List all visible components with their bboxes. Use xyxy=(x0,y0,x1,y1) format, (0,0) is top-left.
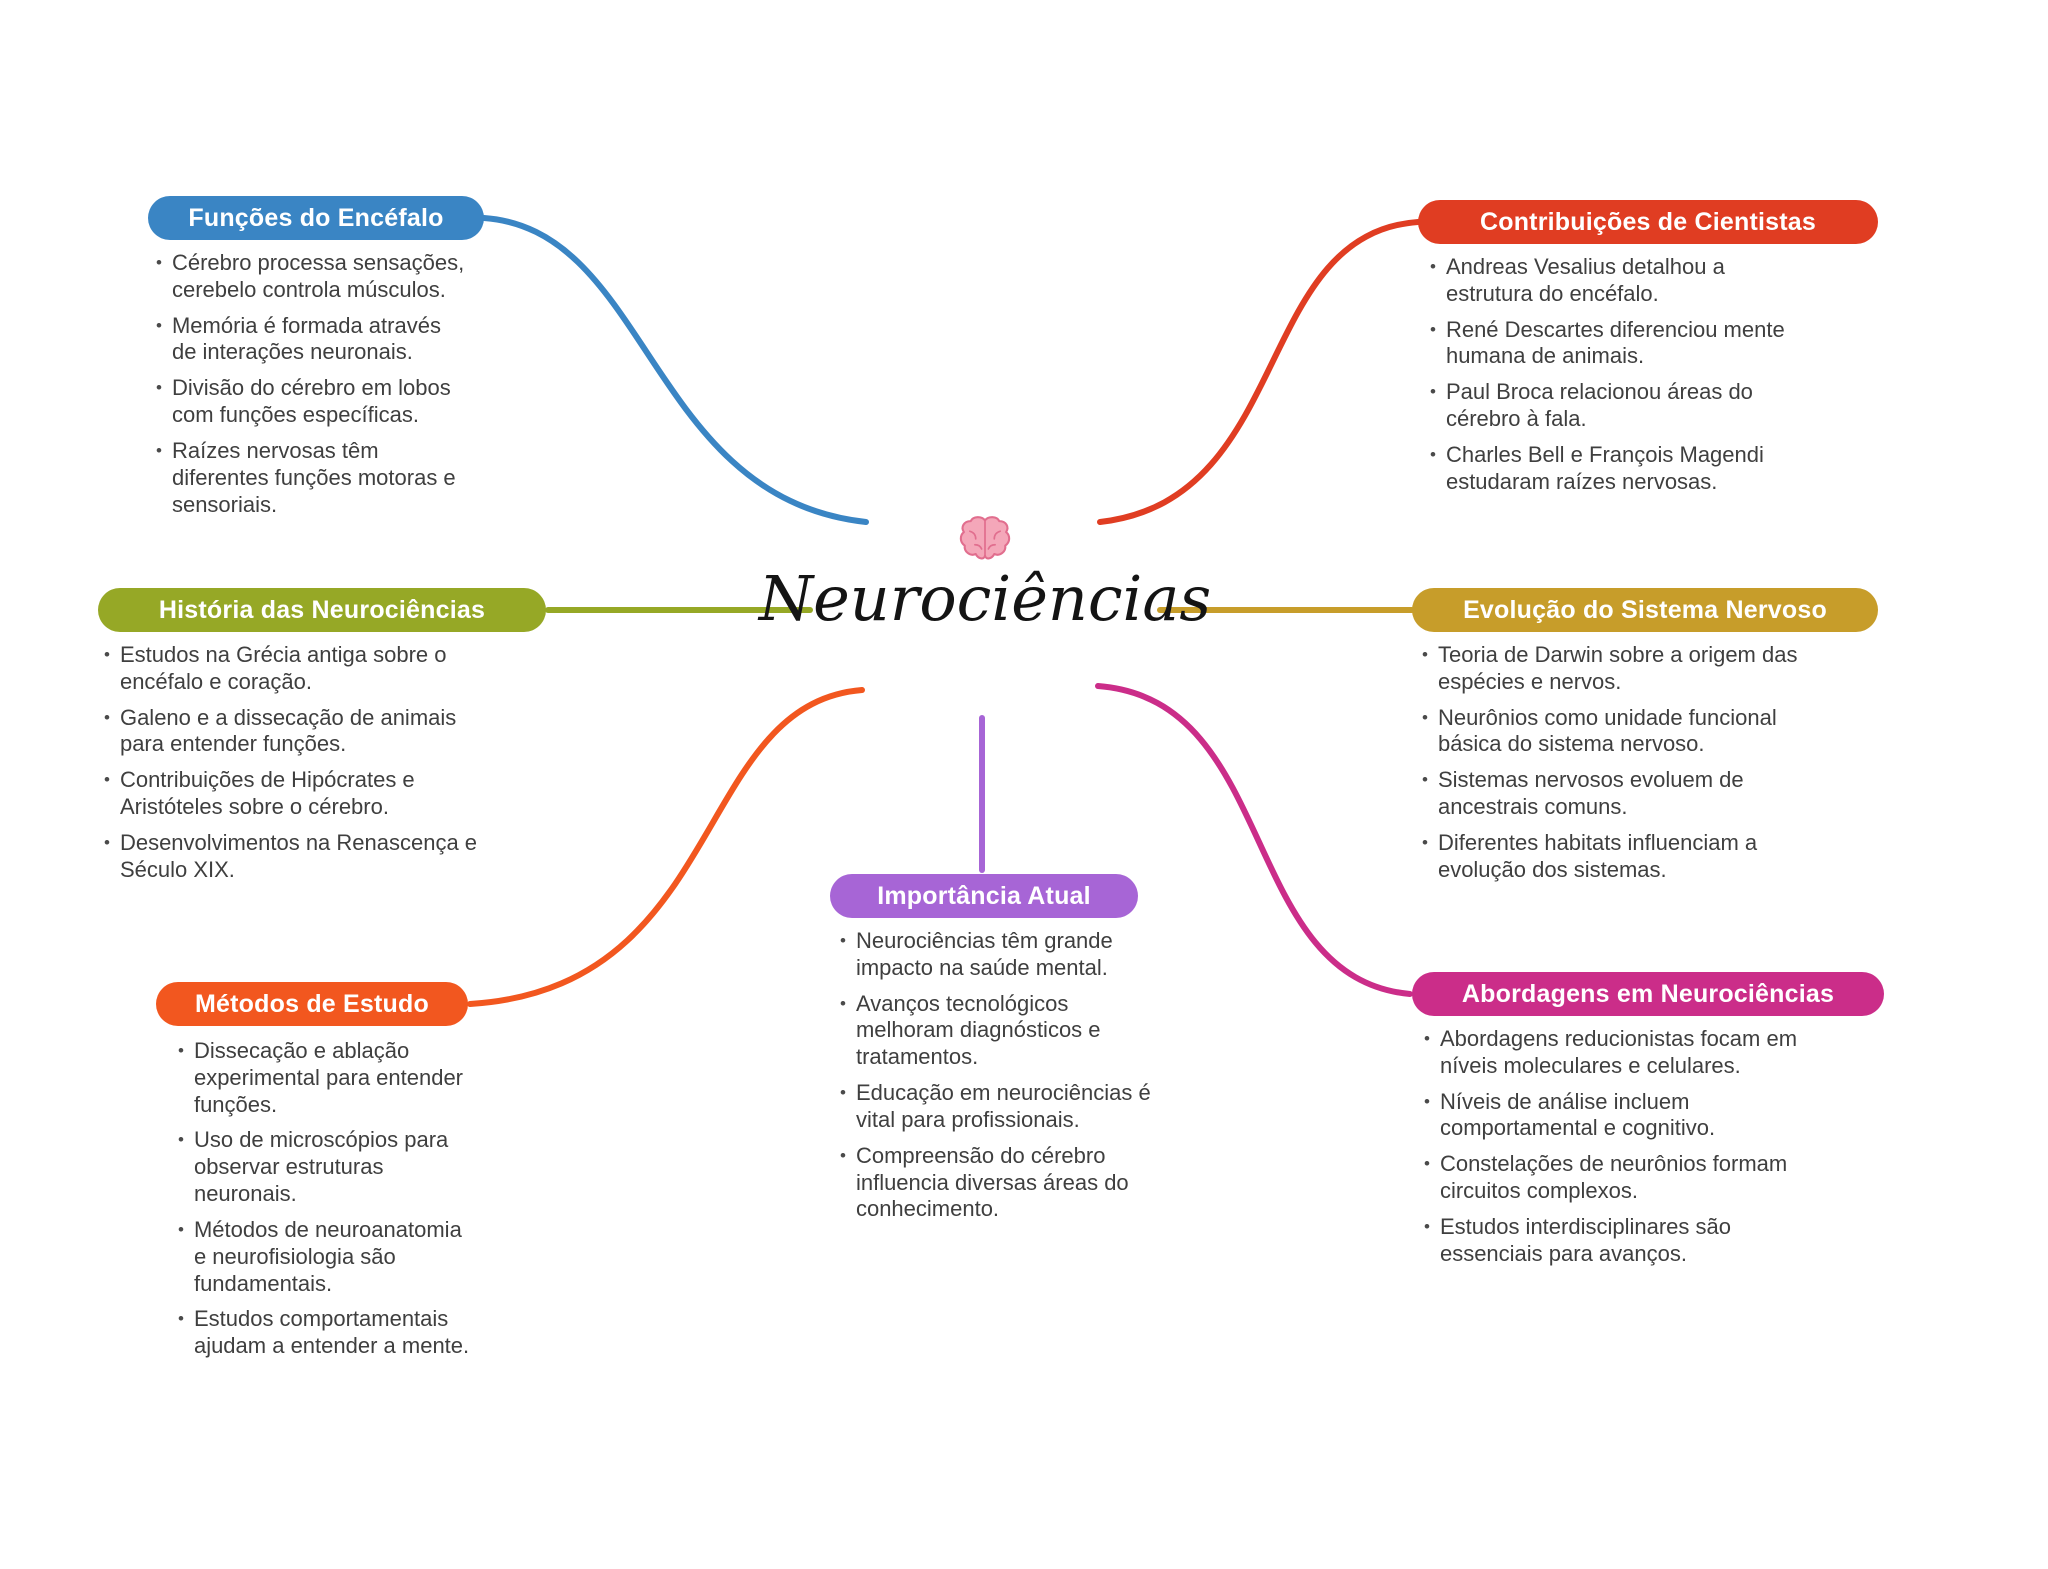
branch-funcoes-do-encefalo: Funções do Encéfalo Cérebro processa sen… xyxy=(148,196,484,527)
bullet-item: Andreas Vesalius detalhou a estrutura do… xyxy=(1430,254,1802,308)
bullet-text: Contribuições de Hipócrates e Aristótele… xyxy=(119,767,415,820)
bullet-item: René Descartes diferenciou mente humana … xyxy=(1430,317,1802,371)
bullet-item: Compreensão do cérebro influencia divers… xyxy=(840,1143,1168,1223)
branch-bullets: Neurociências têm grande impacto na saúd… xyxy=(840,928,1168,1223)
bullet-text: Constelações de neurônios formam circuit… xyxy=(1439,1151,1788,1204)
bullet-text: Charles Bell e François Magendi estudara… xyxy=(1445,441,1764,494)
bullet-text: Dissecação e ablação experimental para e… xyxy=(193,1038,464,1117)
bullet-text: Andreas Vesalius detalhou a estrutura do… xyxy=(1445,254,1725,306)
branch-bullets: Estudos na Grécia antiga sobre o encéfal… xyxy=(104,642,486,884)
bullet-item: Educação em neurociências é vital para p… xyxy=(840,1080,1168,1134)
branch-contribuicoes-de-cientistas: Contribuições de Cientistas Andreas Vesa… xyxy=(1418,200,1878,505)
bullet-item: Neurociências têm grande impacto na saúd… xyxy=(840,928,1168,982)
branch-historia-das-neurociencias: História das Neurociências Estudos na Gr… xyxy=(98,588,546,893)
branch-label: Funções do Encéfalo xyxy=(148,196,484,240)
branch-label: Abordagens em Neurociências xyxy=(1412,972,1884,1016)
bullet-item: Sistemas nervosos evoluem de ancestrais … xyxy=(1422,767,1808,821)
branch-label: Contribuições de Cientistas xyxy=(1418,200,1878,244)
branch-bullets: Dissecação e ablação experimental para e… xyxy=(178,1038,478,1360)
bullet-item: Estudos interdisciplinares são essenciai… xyxy=(1424,1214,1826,1268)
bullet-text: René Descartes diferenciou mente humana … xyxy=(1445,316,1785,369)
bullet-item: Neurônios como unidade funcional básica … xyxy=(1422,705,1808,759)
mindmap-title: Neurociências xyxy=(758,562,1212,635)
branch-bullets: Abordagens reducionistas focam em níveis… xyxy=(1424,1026,1826,1268)
branch-label: História das Neurociências xyxy=(98,588,546,632)
bullet-item: Uso de microscópios para observar estrut… xyxy=(178,1127,478,1207)
bullet-text: Memória é formada através de interações … xyxy=(171,312,441,365)
branch-bullets: Teoria de Darwin sobre a origem das espé… xyxy=(1422,642,1808,884)
branch-importancia-atual: Importância Atual Neurociências têm gran… xyxy=(830,874,1168,1232)
branch-bullets: Cérebro processa sensações, cerebelo con… xyxy=(156,250,471,518)
bullet-item: Desenvolvimentos na Renascença e Século … xyxy=(104,830,486,884)
bullet-text: Cérebro processa sensações, cerebelo con… xyxy=(171,250,465,302)
brain-icon xyxy=(958,514,1012,567)
bullet-text: Níveis de análise incluem comportamental… xyxy=(1439,1088,1716,1141)
bullet-text: Estudos comportamentais ajudam a entende… xyxy=(193,1306,470,1359)
connector-contribuicoes-de-cientistas xyxy=(1097,219,1421,525)
bullet-text: Métodos de neuroanatomia e neurofisiolog… xyxy=(193,1216,462,1296)
connector-funcoes-do-encefalo xyxy=(481,215,869,525)
bullet-text: Galeno e a dissecação de animais para en… xyxy=(119,704,457,757)
bullet-text: Estudos na Grécia antiga sobre o encéfal… xyxy=(119,642,447,694)
bullet-text: Divisão do cérebro em lobos com funções … xyxy=(171,375,451,428)
bullet-item: Divisão do cérebro em lobos com funções … xyxy=(156,375,471,429)
bullet-text: Compreensão do cérebro influencia divers… xyxy=(855,1142,1129,1222)
bullet-item: Memória é formada através de interações … xyxy=(156,313,471,367)
branch-label: Importância Atual xyxy=(830,874,1138,918)
bullet-text: Abordagens reducionistas focam em níveis… xyxy=(1439,1026,1798,1078)
bullet-item: Níveis de análise incluem comportamental… xyxy=(1424,1089,1826,1143)
bullet-item: Cérebro processa sensações, cerebelo con… xyxy=(156,250,471,304)
bullet-item: Contribuições de Hipócrates e Aristótele… xyxy=(104,767,486,821)
bullet-text: Paul Broca relacionou áreas do cérebro à… xyxy=(1445,379,1753,432)
bullet-item: Métodos de neuroanatomia e neurofisiolog… xyxy=(178,1217,478,1297)
branch-metodos-de-estudo: Métodos de Estudo Dissecação e ablação e… xyxy=(156,982,478,1369)
bullet-item: Constelações de neurônios formam circuit… xyxy=(1424,1151,1826,1205)
bullet-item: Paul Broca relacionou áreas do cérebro à… xyxy=(1430,379,1802,433)
branch-evolucao-do-sistema-nervoso: Evolução do Sistema Nervoso Teoria de Da… xyxy=(1412,588,1878,893)
bullet-item: Abordagens reducionistas focam em níveis… xyxy=(1424,1026,1826,1080)
branch-label: Métodos de Estudo xyxy=(156,982,468,1026)
bullet-text: Uso de microscópios para observar estrut… xyxy=(193,1127,449,1207)
bullet-item: Galeno e a dissecação de animais para en… xyxy=(104,705,486,759)
bullet-item: Estudos comportamentais ajudam a entende… xyxy=(178,1306,478,1360)
branch-bullets: Andreas Vesalius detalhou a estrutura do… xyxy=(1430,254,1802,496)
bullet-item: Dissecação e ablação experimental para e… xyxy=(178,1038,478,1118)
bullet-text: Avanços tecnológicos melhoram diagnóstic… xyxy=(855,990,1101,1070)
bullet-item: Diferentes habitats influenciam a evoluç… xyxy=(1422,830,1808,884)
bullet-item: Teoria de Darwin sobre a origem das espé… xyxy=(1422,642,1808,696)
bullet-text: Desenvolvimentos na Renascença e Século … xyxy=(119,829,478,882)
bullet-text: Neurociências têm grande impacto na saúd… xyxy=(855,928,1113,980)
bullet-text: Raízes nervosas têm diferentes funções m… xyxy=(171,437,456,517)
bullet-text: Diferentes habitats influenciam a evoluç… xyxy=(1437,829,1758,882)
bullet-text: Educação em neurociências é vital para p… xyxy=(855,1080,1151,1132)
bullet-item: Raízes nervosas têm diferentes funções m… xyxy=(156,438,471,518)
bullet-text: Sistemas nervosos evoluem de ancestrais … xyxy=(1437,767,1744,820)
bullet-item: Estudos na Grécia antiga sobre o encéfal… xyxy=(104,642,486,696)
bullet-text: Estudos interdisciplinares são essenciai… xyxy=(1439,1213,1731,1266)
bullet-item: Avanços tecnológicos melhoram diagnóstic… xyxy=(840,991,1168,1071)
bullet-text: Teoria de Darwin sobre a origem das espé… xyxy=(1437,642,1798,694)
bullet-text: Neurônios como unidade funcional básica … xyxy=(1437,704,1777,757)
bullet-item: Charles Bell e François Magendi estudara… xyxy=(1430,442,1802,496)
branch-label: Evolução do Sistema Nervoso xyxy=(1412,588,1878,632)
branch-abordagens-em-neurociencias: Abordagens em Neurociências Abordagens r… xyxy=(1412,972,1884,1277)
